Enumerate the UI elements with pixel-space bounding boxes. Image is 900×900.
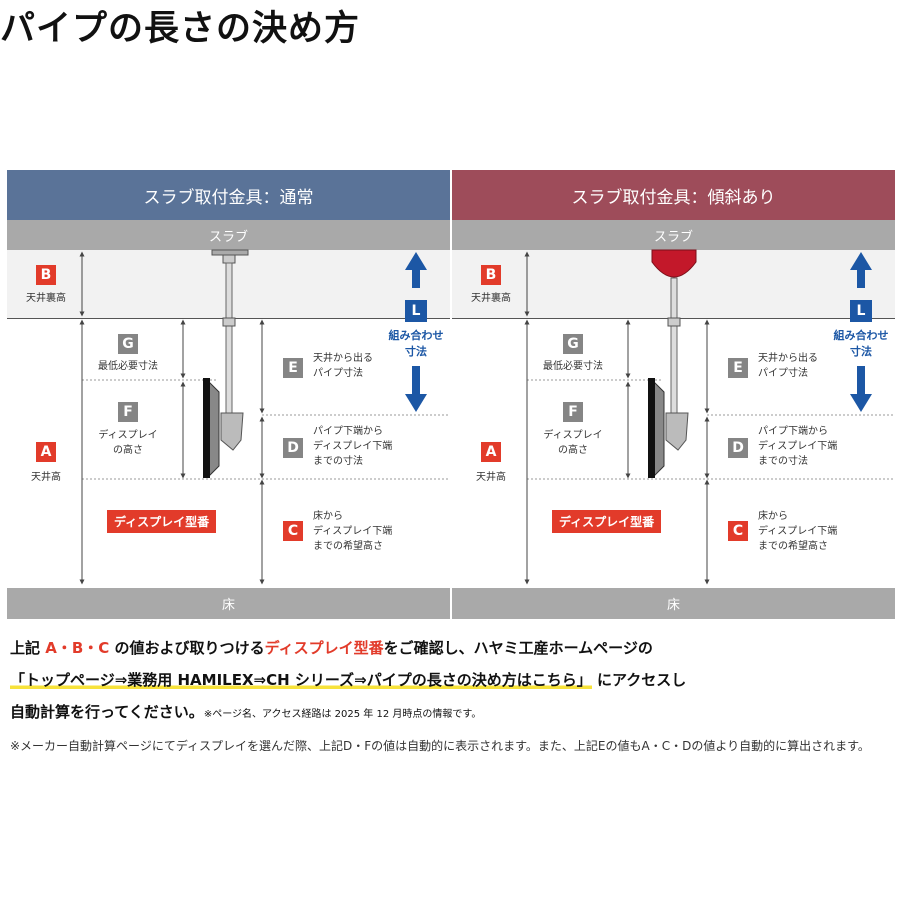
label-g-desc: 最低必要寸法 [98,361,158,372]
label-d-desc3: までの寸法 [313,456,363,467]
label-b: B [36,265,56,285]
label-c-desc3: までの希望高さ [758,541,828,552]
mount-diagram [79,249,450,585]
panel-tilt-mount: スラブ取付金具：傾斜あり スラブ 床 [452,170,895,619]
label-l-desc1: 組み合わせ [388,329,444,342]
label-c-desc2: ディスプレイ下端 [313,526,393,537]
note-part1: 上記 [10,639,46,657]
label-e-desc1: 天井から出る [313,353,373,364]
label-d: D [728,438,748,458]
note-part5: 自動計算を行ってください。 [10,703,204,721]
display-model-badge: ディスプレイ型番 [107,510,217,533]
instruction-text: 上記 A・B・C の値および取りつけるディスプレイ型番をご確認し、ハヤミ工産ホー… [10,632,895,731]
label-c: C [728,521,748,541]
label-c-desc1: 床から [758,511,788,522]
page-title: パイプの長さの決め方 [0,9,361,49]
label-c-desc2: ディスプレイ下端 [758,526,838,537]
label-f-desc1: ディスプレイ [543,430,603,441]
slab-band: スラブ [452,220,895,250]
panel-normal-mount: スラブ取付金具：通常 スラブ 床 [7,170,450,619]
label-g: G [118,334,138,354]
label-e-desc2: パイプ寸法 [313,368,363,379]
note-part4: にアクセスし [591,671,687,689]
slab-band: スラブ [7,220,450,250]
note-small: ※ページ名、アクセス経路は 2025 年 12 月時点の情報です。 [203,709,482,720]
label-l-desc1: 組み合わせ [833,329,889,342]
label-e: E [283,358,303,378]
label-f: F [563,402,583,422]
label-f: F [118,402,138,422]
label-a-desc: 天井高 [476,472,506,483]
label-e-desc1: 天井から出る [758,353,818,364]
label-l-desc2: 寸法 [405,345,427,358]
mount-diagram [524,249,895,585]
label-b-desc: 天井裏高 [26,293,66,304]
note-access-path: 「トップページ⇒業務用 HAMILEX⇒CH シリーズ⇒パイプの長さの決め方はこ… [10,671,592,689]
label-f-desc2: の高さ [558,445,588,456]
label-a-desc: 天井高 [31,472,61,483]
label-c-desc3: までの希望高さ [313,541,383,552]
note-part3: をご確認し、ハヤミ工産ホームページの [383,639,653,657]
panel-header: スラブ取付金具：傾斜あり [452,170,895,220]
label-e: E [728,358,748,378]
note-display-model: ディスプレイ型番 [264,639,384,657]
floor-band: 床 [7,588,450,619]
label-g: G [563,334,583,354]
label-c: C [283,521,303,541]
label-b-desc: 天井裏高 [471,293,511,304]
label-c-desc1: 床から [313,511,343,522]
display-model-badge: ディスプレイ型番 [552,510,662,533]
footnote: ※メーカー自動計算ページにてディスプレイを選んだ際、上記D・Fの値は自動的に表示… [10,739,870,753]
label-f-desc1: ディスプレイ [98,430,158,441]
label-d-desc2: ディスプレイ下端 [758,441,838,452]
label-a: A [36,442,56,462]
label-d-desc1: パイプ下端から [758,426,828,437]
label-d-desc2: ディスプレイ下端 [313,441,393,452]
label-g-desc: 最低必要寸法 [543,361,603,372]
label-b: B [481,265,501,285]
label-f-desc2: の高さ [113,445,143,456]
label-d-desc3: までの寸法 [758,456,808,467]
label-l-desc2: 寸法 [850,345,872,358]
note-part2: の値および取りつける [109,639,265,657]
note-abc: A・B・C [45,639,110,657]
label-e-desc2: パイプ寸法 [758,368,808,379]
label-d: D [283,438,303,458]
panel-header: スラブ取付金具：通常 [7,170,450,220]
label-l: L [405,300,427,322]
label-a: A [481,442,501,462]
label-d-desc1: パイプ下端から [313,426,383,437]
floor-band: 床 [452,588,895,619]
label-l: L [850,300,872,322]
